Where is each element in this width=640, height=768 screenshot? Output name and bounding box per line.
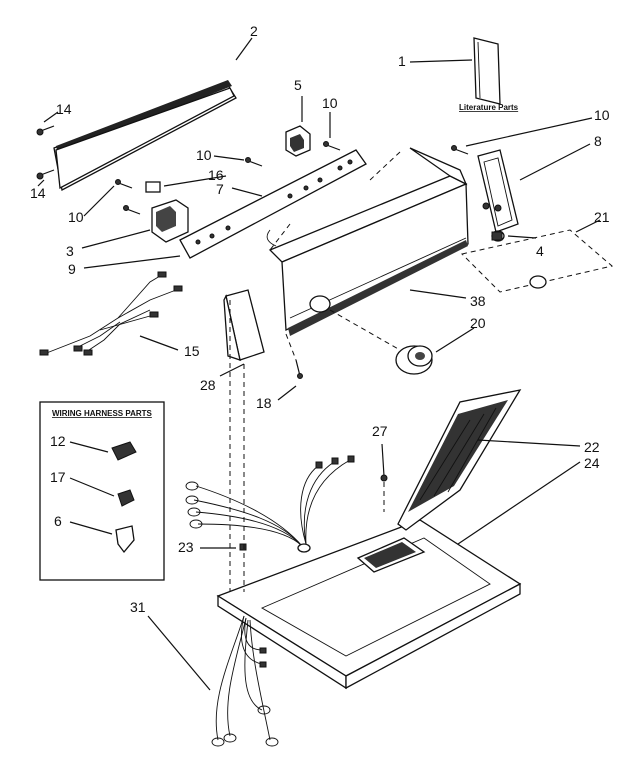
screw-18 <box>277 333 303 401</box>
callout-labels: 1 2 3 4 5 6 7 8 9 10 10 10 10 12 14 14 1… <box>30 23 610 615</box>
callout-38: 38 <box>470 293 486 309</box>
leader-lines <box>81 112 593 299</box>
callout-10-c: 10 <box>322 95 338 111</box>
callout-27: 27 <box>372 423 388 439</box>
callout-1: 1 <box>398 53 406 69</box>
lint-screen-22 <box>397 389 581 531</box>
upper-wire-bundle <box>185 455 355 553</box>
screw-14-bottom <box>36 169 55 187</box>
callout-28: 28 <box>200 377 216 393</box>
callout-10-d: 10 <box>594 107 610 123</box>
callout-5: 5 <box>294 77 302 93</box>
callout-14-a: 14 <box>56 101 72 117</box>
clip-23 <box>200 300 247 592</box>
callout-7: 7 <box>216 181 224 197</box>
console-body <box>268 147 469 336</box>
callout-14-b: 14 <box>30 185 46 201</box>
callout-12: 12 <box>50 433 66 449</box>
callout-24: 24 <box>584 455 600 471</box>
part-5 <box>285 96 311 157</box>
literature-label: Literature Parts <box>459 103 519 112</box>
screw-10-c <box>323 141 341 151</box>
callout-20: 20 <box>470 315 486 331</box>
wire-harness-15 <box>39 271 183 356</box>
screw-10-b <box>115 179 141 215</box>
callout-22: 22 <box>584 439 600 455</box>
dryer-top-24 <box>216 461 581 690</box>
callout-18: 18 <box>256 395 272 411</box>
callout-4: 4 <box>536 243 544 259</box>
callout-8: 8 <box>594 133 602 149</box>
callout-10-b: 10 <box>68 209 84 225</box>
callout-6: 6 <box>54 513 62 529</box>
callout-16: 16 <box>208 167 224 183</box>
part-21-group <box>461 219 614 293</box>
callout-17: 17 <box>50 469 66 485</box>
control-panel-plate <box>179 149 367 259</box>
end-cap-8 <box>477 143 591 233</box>
callout-23: 23 <box>178 539 194 555</box>
knob-20 <box>329 309 475 375</box>
literature-booklet: Literature Parts <box>409 37 519 112</box>
harness-box-title: WIRING HARNESS PARTS <box>52 409 153 418</box>
callout-3: 3 <box>66 243 74 259</box>
screw-14-top <box>36 111 59 136</box>
callout-31: 31 <box>130 599 146 615</box>
screw-27 <box>380 443 388 512</box>
screw-10-a <box>245 157 263 167</box>
wiring-harness-box: WIRING HARNESS PARTS <box>39 401 165 581</box>
switch-3 <box>145 181 189 243</box>
callout-2: 2 <box>250 23 258 39</box>
callout-15: 15 <box>184 343 200 359</box>
screw-10-d <box>451 145 469 155</box>
lower-wire-bundle-31 <box>147 615 279 747</box>
callout-10-a: 10 <box>196 147 212 163</box>
rear-panel <box>53 37 253 191</box>
callout-9: 9 <box>68 261 76 277</box>
callout-21: 21 <box>594 209 610 225</box>
side-panel-28 <box>219 289 265 377</box>
